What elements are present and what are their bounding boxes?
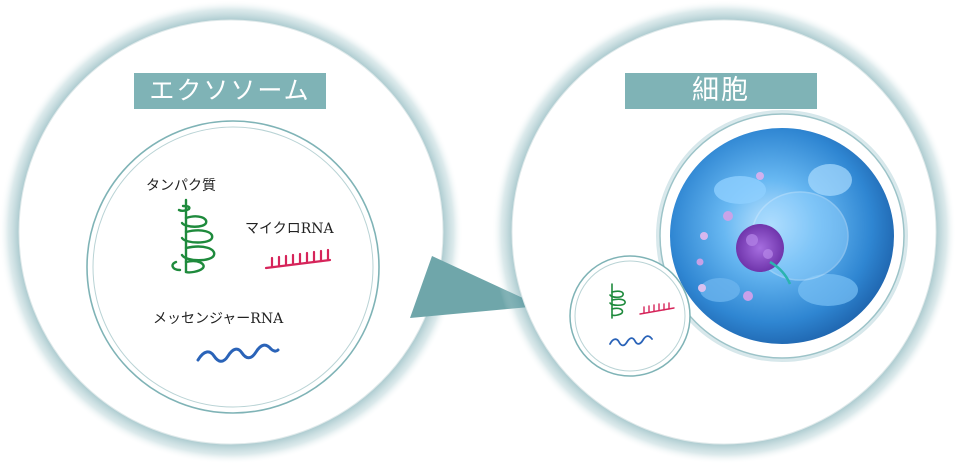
cell-panel bbox=[492, 0, 956, 464]
nucleus-icon bbox=[736, 224, 784, 272]
messenger-rna-label: メッセンジャーRNA bbox=[153, 311, 284, 327]
exosome-membrane bbox=[86, 120, 380, 414]
cell-illustration bbox=[656, 110, 908, 362]
small-protein-icon bbox=[609, 283, 626, 319]
small-microrna-icon bbox=[639, 302, 675, 315]
small-messenger-rna-icon bbox=[609, 335, 653, 347]
protein-label: タンパク質 bbox=[146, 178, 216, 194]
microrna-icon bbox=[264, 248, 332, 270]
exosome-title: エクソソーム bbox=[134, 73, 326, 109]
messenger-rna-icon bbox=[196, 343, 280, 363]
protein-icon bbox=[171, 198, 216, 274]
microrna-label: マイクロRNA bbox=[245, 221, 334, 237]
exosome-panel bbox=[0, 0, 463, 464]
cell-title: 細胞 bbox=[625, 73, 817, 109]
small-exosome bbox=[569, 255, 691, 377]
